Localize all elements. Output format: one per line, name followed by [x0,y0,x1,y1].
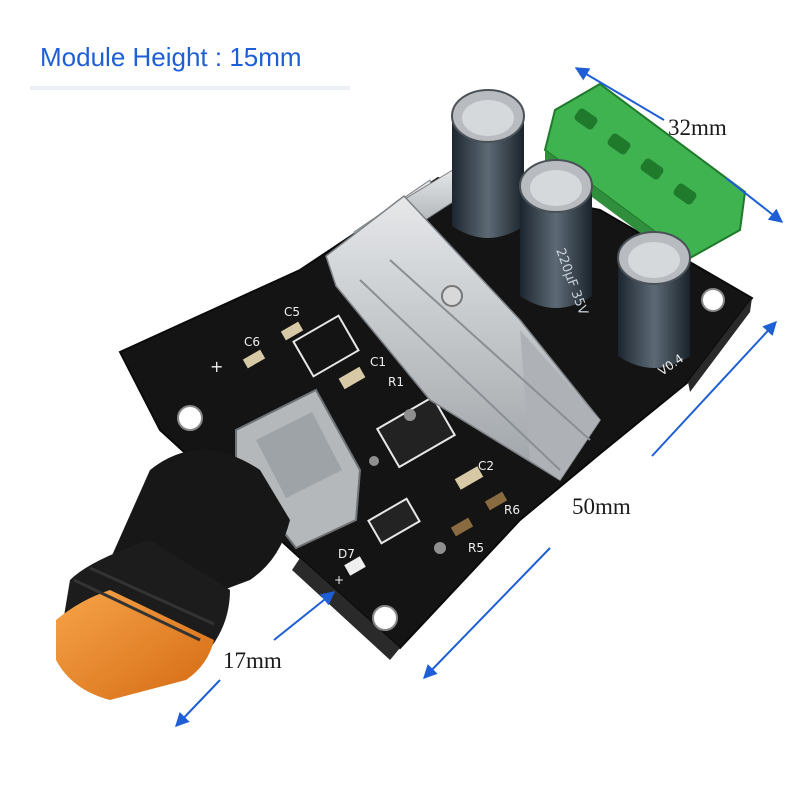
label-c1: C1 [370,355,386,369]
mount-hole-bottom [372,605,398,631]
dim-arrow-17-b [175,679,221,728]
dim-arrow-50-a [651,320,777,457]
capacitor-3 [617,231,691,368]
label-c6: C6 [244,335,260,349]
mount-hole-left [177,405,203,431]
label-r5: R5 [468,541,484,555]
dim-arrow-50-b [423,547,551,680]
knob-orange-cap [56,590,214,700]
label-r1: R1 [388,375,404,389]
dimension-label-width: 32mm [668,115,727,140]
label-d7: D7 [338,547,355,561]
label-plus-top: + [210,357,223,376]
knob [56,450,290,700]
label-r6: R6 [504,503,520,517]
label-plus-bottom: + [334,573,344,587]
label-c2: C2 [478,459,494,473]
dimension-label-length: 50mm [572,494,631,519]
label-c5: C5 [284,305,300,319]
heatsink-screw [441,285,463,307]
dim-arrow-32-a [574,67,665,121]
led [344,556,366,576]
dim-arrow-32-b [725,177,784,223]
dimension-label-knob: 17mm [223,648,282,673]
dim-arrow-17-a [273,591,336,641]
capacitor-1 [451,89,525,238]
heatsink [325,167,601,482]
diode [367,497,421,545]
capacitor-2 [519,159,593,308]
mount-hole-right [701,288,725,312]
module-height-title: Module Height : 15mm [40,42,302,72]
title-reflection [30,86,350,90]
